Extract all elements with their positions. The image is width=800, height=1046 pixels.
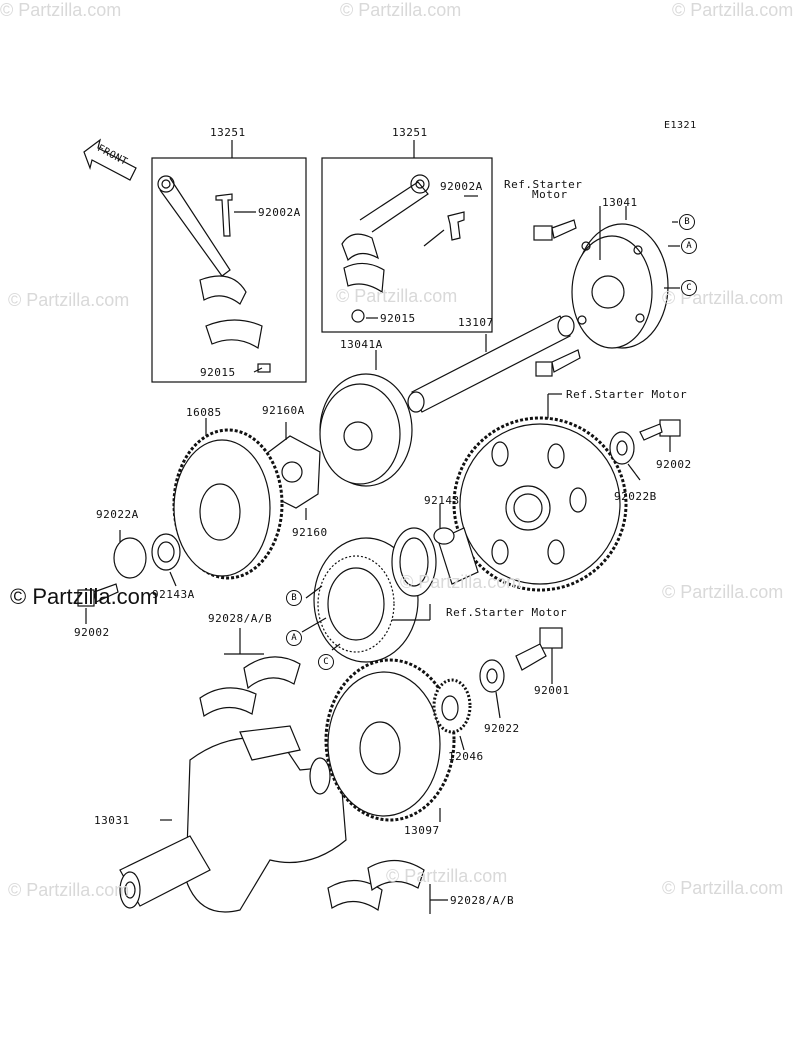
part-label-92022A: 92022A (96, 508, 139, 521)
part-label-13107: 13107 (458, 316, 494, 329)
watermark: © Partzilla.com (8, 290, 130, 310)
gear-16085 (172, 428, 284, 580)
marker-a-low: A (286, 630, 302, 646)
ref-starter-motor-mid: Ref.Starter Motor (566, 388, 688, 401)
part-label-13251-left: 13251 (210, 126, 246, 139)
connecting-rod-left (157, 175, 271, 373)
front-arrow-icon (83, 138, 137, 181)
bearing-92028-upper (199, 656, 301, 717)
watermark: © Partzilla.com (400, 572, 522, 592)
watermark: © Partzilla.com (662, 582, 784, 602)
connecting-rod-box-right (321, 157, 493, 333)
part-label-16085: 16085 (186, 406, 222, 419)
ref-starter-motor-top-line2: Motor (532, 188, 568, 201)
watermark: © Partzilla.com (386, 866, 508, 886)
part-label-13097: 13097 (404, 824, 440, 837)
part-label-92015-right: 92015 (380, 312, 416, 325)
washer-92022B (609, 431, 635, 465)
part-label-13031: 13031 (94, 814, 130, 827)
watermark: © Partzilla.com (662, 878, 784, 898)
bolt-ref-starter-top (533, 219, 577, 241)
marker-c-top: C (681, 280, 697, 296)
part-label-92028AB-upper: 92028/A/B (208, 612, 273, 625)
part-label-92022B: 92022B (614, 490, 657, 503)
starter-clutch-13041 (571, 223, 669, 349)
marker-b-low: B (286, 590, 302, 606)
crankshaft-13031 (119, 725, 347, 913)
shaft-13107 (407, 315, 575, 413)
part-label-92001: 92001 (534, 684, 570, 697)
part-label-92002-right: 92002 (656, 458, 692, 471)
part-label-92143A: 92143A (152, 588, 195, 601)
watermark-bold: © Partzilla.com (10, 584, 159, 609)
bolt-92002-left (77, 583, 119, 607)
watermark: © Partzilla.com (672, 0, 794, 20)
starter-clutch-hub-13041A (319, 373, 413, 487)
bolt-92001 (515, 627, 563, 671)
bearing-92028-lower (327, 859, 425, 911)
bolt-ref-starter-mid (535, 349, 581, 377)
part-label-92143: 92143 (424, 494, 460, 507)
watermark: © Partzilla.com (662, 288, 784, 308)
watermark: © Partzilla.com (0, 0, 122, 20)
watermark: © Partzilla.com (8, 880, 130, 900)
washer-92022 (479, 659, 505, 693)
part-label-92015-left: 92015 (200, 366, 236, 379)
collar-92143A (151, 533, 181, 571)
washer-92022A (113, 537, 147, 579)
diagram-id: E1321 (664, 120, 697, 131)
starter-gear-large (452, 416, 628, 592)
marker-b-top: B (679, 214, 695, 230)
connecting-rod-box-left (151, 157, 307, 383)
one-way-clutch (313, 527, 437, 663)
marker-c-low: C (318, 654, 334, 670)
part-label-12046: 12046 (448, 750, 484, 763)
part-label-92002-left: 92002 (74, 626, 110, 639)
collar-92143 (433, 527, 479, 585)
part-label-92028AB-lower: 92028/A/B (450, 894, 515, 907)
watermark: © Partzilla.com (336, 286, 458, 306)
part-label-92002A-right: 92002A (440, 180, 483, 193)
part-label-92022: 92022 (484, 722, 520, 735)
connecting-rod-right (341, 174, 465, 323)
part-label-13041A: 13041A (340, 338, 383, 351)
part-label-13251-right: 13251 (392, 126, 428, 139)
ref-starter-motor-top: Ref.Starter (504, 178, 583, 191)
marker-a-top: A (681, 238, 697, 254)
gear-13097 (324, 658, 456, 822)
part-label-92160: 92160 (292, 526, 328, 539)
bolt-92002-right (639, 419, 681, 441)
gear-12046 (432, 678, 472, 734)
part-label-13041: 13041 (602, 196, 638, 209)
watermark: © Partzilla.com (340, 0, 462, 20)
part-label-92160A: 92160A (262, 404, 305, 417)
ref-starter-motor-low: Ref.Starter Motor (446, 606, 568, 619)
part-label-92002A-left: 92002A (258, 206, 301, 219)
